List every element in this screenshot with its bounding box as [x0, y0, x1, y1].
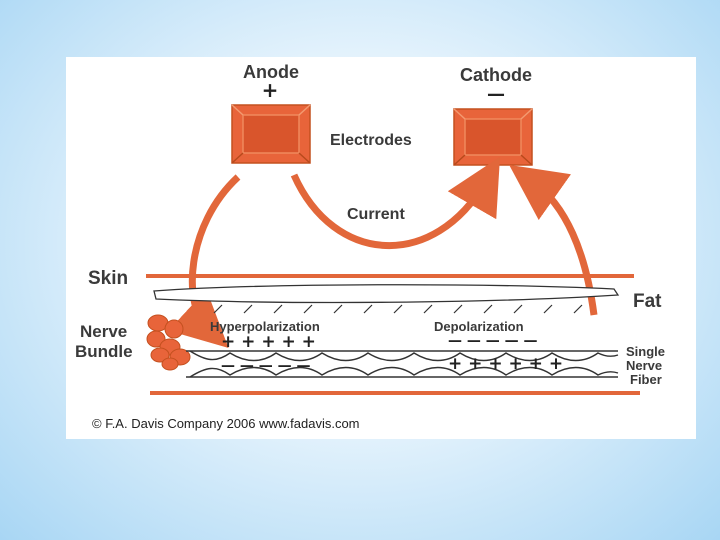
current-arrow-center — [290, 156, 501, 249]
nerve-bundle-label-line1: Nerve — [80, 322, 127, 341]
depolarization-label: Depolarization — [434, 319, 524, 334]
depolarization-positive-charges: + + + + + + — [448, 354, 563, 374]
diagram-panel: Anode + Cathode — Electrodes Current Ski… — [66, 57, 696, 439]
fiber-label-line3: Fiber — [630, 372, 662, 387]
electrical-stimulation-diagram: Anode + Cathode — Electrodes Current Ski… — [75, 62, 665, 431]
electrodes-label: Electrodes — [330, 132, 412, 149]
anode-sign: + — [262, 78, 279, 102]
nerve-bundle-label-line2: Bundle — [75, 342, 133, 361]
fat-layer — [153, 284, 620, 304]
hyperpolarization-negative-charges: — — — — — — [221, 358, 311, 374]
copyright-text: © F.A. Davis Company 2006 www.fadavis.co… — [92, 416, 360, 431]
depolarization-negative-charges: — — — — — — [448, 333, 538, 349]
current-label: Current — [347, 206, 405, 223]
nerve-bundle-cluster — [146, 314, 191, 371]
fiber-label-line1: Single — [626, 344, 665, 359]
cathode-sign: — — [487, 84, 505, 105]
cathode-label: Cathode — [460, 65, 532, 85]
nerve-fiber — [186, 350, 619, 378]
fat-label: Fat — [633, 291, 662, 312]
current-arrow-left — [168, 174, 241, 349]
fiber-label-line2: Nerve — [626, 358, 662, 373]
anode-label: Anode — [243, 62, 299, 82]
skin-label: Skin — [88, 268, 128, 289]
fat-hatching — [213, 304, 583, 314]
hyperpolarization-label: Hyperpolarization — [210, 319, 320, 334]
cathode-electrode — [453, 108, 533, 166]
anode-electrode — [231, 104, 311, 164]
hyperpolarization-positive-charges: + + + + + — [221, 332, 316, 352]
